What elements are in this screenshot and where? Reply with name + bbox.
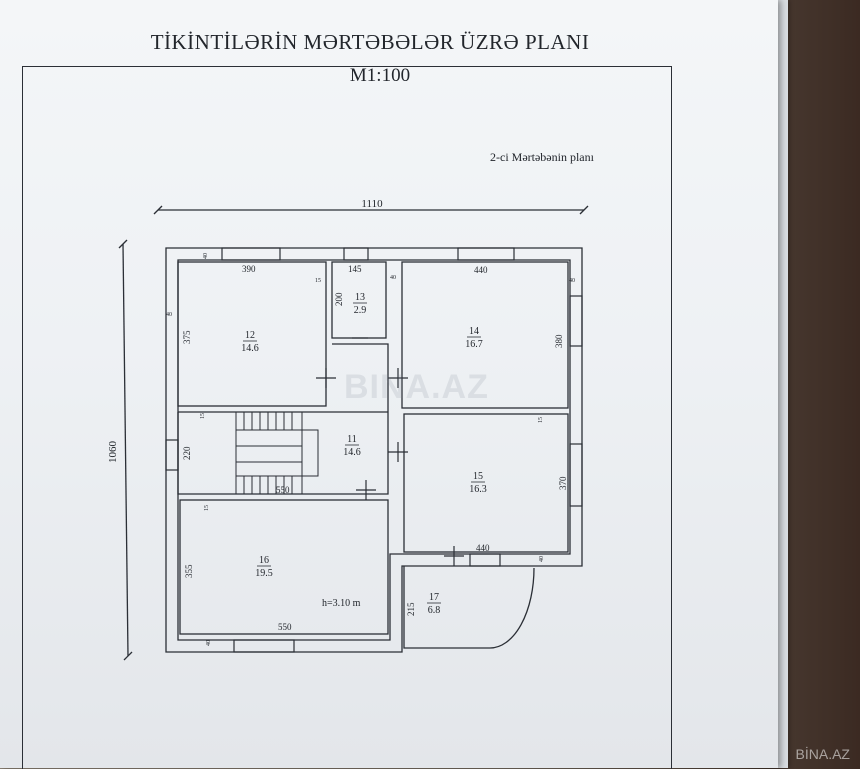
document-scale: M1:100 (349, 65, 411, 86)
center-watermark: BINA.AZ (344, 368, 489, 406)
dim-label: 550 (278, 622, 292, 632)
corner-watermark: BİNA.AZ (795, 746, 850, 762)
overall-height-label: 1060 (107, 441, 119, 464)
dim-label: 40 (539, 556, 545, 562)
inner-wall-main (177, 259, 571, 641)
room-15-outline (403, 413, 569, 553)
ceiling-height-note: h=3.10 m (322, 598, 361, 609)
dim-label: 40 (206, 640, 212, 646)
room-13-area: 2.9 (354, 305, 367, 316)
dim-label: 40 (166, 312, 172, 318)
room-12-number: 12 (245, 330, 255, 341)
room-12-outline (177, 261, 327, 407)
dim-label: 40 (203, 253, 209, 259)
room-11-area: 14.6 (343, 447, 361, 458)
door-marks (316, 337, 464, 566)
dim-label: 440 (476, 543, 490, 553)
dim-label: 355 (184, 564, 194, 578)
room-16-outline (179, 499, 389, 635)
drawing-frame (22, 66, 672, 769)
stair-treads (235, 412, 319, 494)
room-15-area: 16.3 (469, 484, 487, 495)
document-title: TİKİNTİLƏRİN MƏRTƏBƏLƏR ÜZRƏ PLANI (150, 30, 590, 54)
dim-label: 220 (182, 446, 192, 460)
room-12-area: 14.6 (241, 343, 259, 354)
dim-label: 15 (204, 505, 210, 511)
room-14-number: 14 (469, 326, 479, 337)
dimension-labels: 390 145 440 375 200 380 220 370 355 215 … (182, 264, 568, 632)
dim-label: 200 (334, 292, 344, 306)
dim-label: 40 (569, 278, 575, 284)
overall-width-label: 1110 (361, 198, 383, 210)
wall-thickness-labels: 40 40 40 40 40 40 15 15 15 15 (166, 253, 575, 646)
dim-label: 215 (406, 602, 416, 616)
room-13-number: 13 (355, 292, 365, 303)
room-16-area: 19.5 (255, 568, 273, 579)
outer-wall-main (165, 247, 583, 653)
room-17-area: 6.8 (428, 605, 441, 616)
height-dimension-line (122, 243, 129, 657)
room-17-outline (403, 566, 535, 649)
dim-label: 40 (390, 275, 396, 281)
room-17-number: 17 (429, 592, 439, 603)
dim-label: 440 (474, 265, 488, 275)
room-14-area: 16.7 (465, 339, 483, 350)
room-11-outline (177, 343, 389, 495)
dim-label: 370 (558, 476, 568, 490)
dim-label: 15 (538, 417, 544, 423)
dim-label: 390 (242, 264, 256, 274)
dim-label: 550 (276, 485, 290, 495)
room-11-number: 11 (347, 434, 357, 445)
dim-label: 380 (554, 334, 564, 348)
room-16-number: 16 (259, 555, 269, 566)
dim-label: 145 (348, 264, 362, 274)
dim-label: 15 (200, 413, 206, 419)
room-14-outline (401, 261, 569, 409)
room-labels: 12 14.6 13 2.9 14 16.7 11 14.6 15 16.3 1… (241, 292, 487, 616)
dim-label: 375 (182, 330, 192, 344)
room-15-number: 15 (473, 471, 483, 482)
dim-label: 15 (315, 278, 321, 284)
floor-label: 2-ci Mərtəbənin planı (490, 150, 594, 164)
windows (165, 247, 583, 653)
